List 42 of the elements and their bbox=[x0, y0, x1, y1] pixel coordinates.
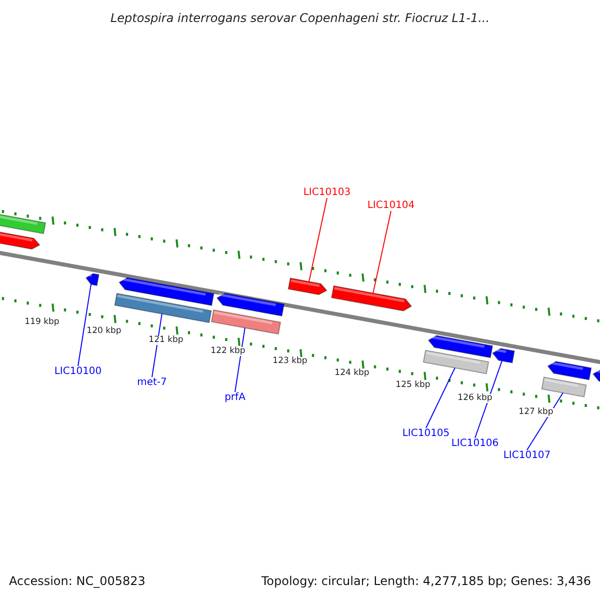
leader-line bbox=[152, 313, 162, 378]
leader-line bbox=[526, 392, 564, 450]
leader-line bbox=[426, 367, 456, 428]
gene-block bbox=[210, 309, 282, 335]
leader-line bbox=[234, 327, 246, 392]
gene-label: LIC10105 bbox=[402, 428, 450, 439]
scale-label: 123 kbp bbox=[272, 357, 308, 366]
footer-text: Accession: NC_005823 bbox=[9, 575, 146, 588]
gene-label: LIC10104 bbox=[367, 200, 415, 211]
gene-feature bbox=[0, 231, 40, 250]
gene-feature bbox=[492, 348, 515, 364]
scale-label: 122 kbp bbox=[210, 347, 246, 356]
scale-label: 126 kbp bbox=[458, 394, 492, 404]
scale-label: 127 kbp bbox=[518, 408, 554, 418]
gene-feature bbox=[216, 292, 285, 317]
leader-line bbox=[372, 210, 392, 294]
gene-feature bbox=[592, 368, 600, 384]
gene-block bbox=[114, 292, 212, 324]
gene-label: prfA bbox=[224, 392, 246, 403]
leader-line bbox=[308, 198, 328, 282]
title: Leptospira interrogans serovar Copenhageni str. Fiocruz L1-1... bbox=[110, 12, 490, 26]
gene-block bbox=[541, 376, 587, 398]
gene-block bbox=[422, 350, 490, 374]
gene-feature bbox=[118, 277, 214, 306]
scale-label: 124 kbp bbox=[334, 369, 370, 378]
gene-label: LIC10107 bbox=[503, 450, 551, 461]
leader-line bbox=[78, 284, 92, 366]
gene-block bbox=[0, 212, 46, 234]
gene-label: LIC10103 bbox=[303, 187, 351, 198]
gene-feature bbox=[288, 278, 328, 296]
gene-label: met-7 bbox=[137, 377, 167, 388]
gene-label: LIC10106 bbox=[451, 438, 499, 449]
gene-feature bbox=[85, 273, 100, 286]
gene-feature bbox=[331, 285, 412, 312]
gene-label: LIC10100 bbox=[54, 366, 102, 377]
scale-label: 125 kbp bbox=[396, 381, 430, 390]
gene-feature bbox=[428, 335, 494, 358]
scale-label: 119 kbp bbox=[24, 318, 60, 328]
leader-line bbox=[474, 360, 502, 438]
scale-label: 121 kbp bbox=[148, 336, 184, 346]
footer-text: Topology: circular; Length: 4,277,185 bp; Genes: 3,436 bbox=[261, 575, 591, 588]
scale-label: 120 kbp bbox=[86, 327, 122, 336]
